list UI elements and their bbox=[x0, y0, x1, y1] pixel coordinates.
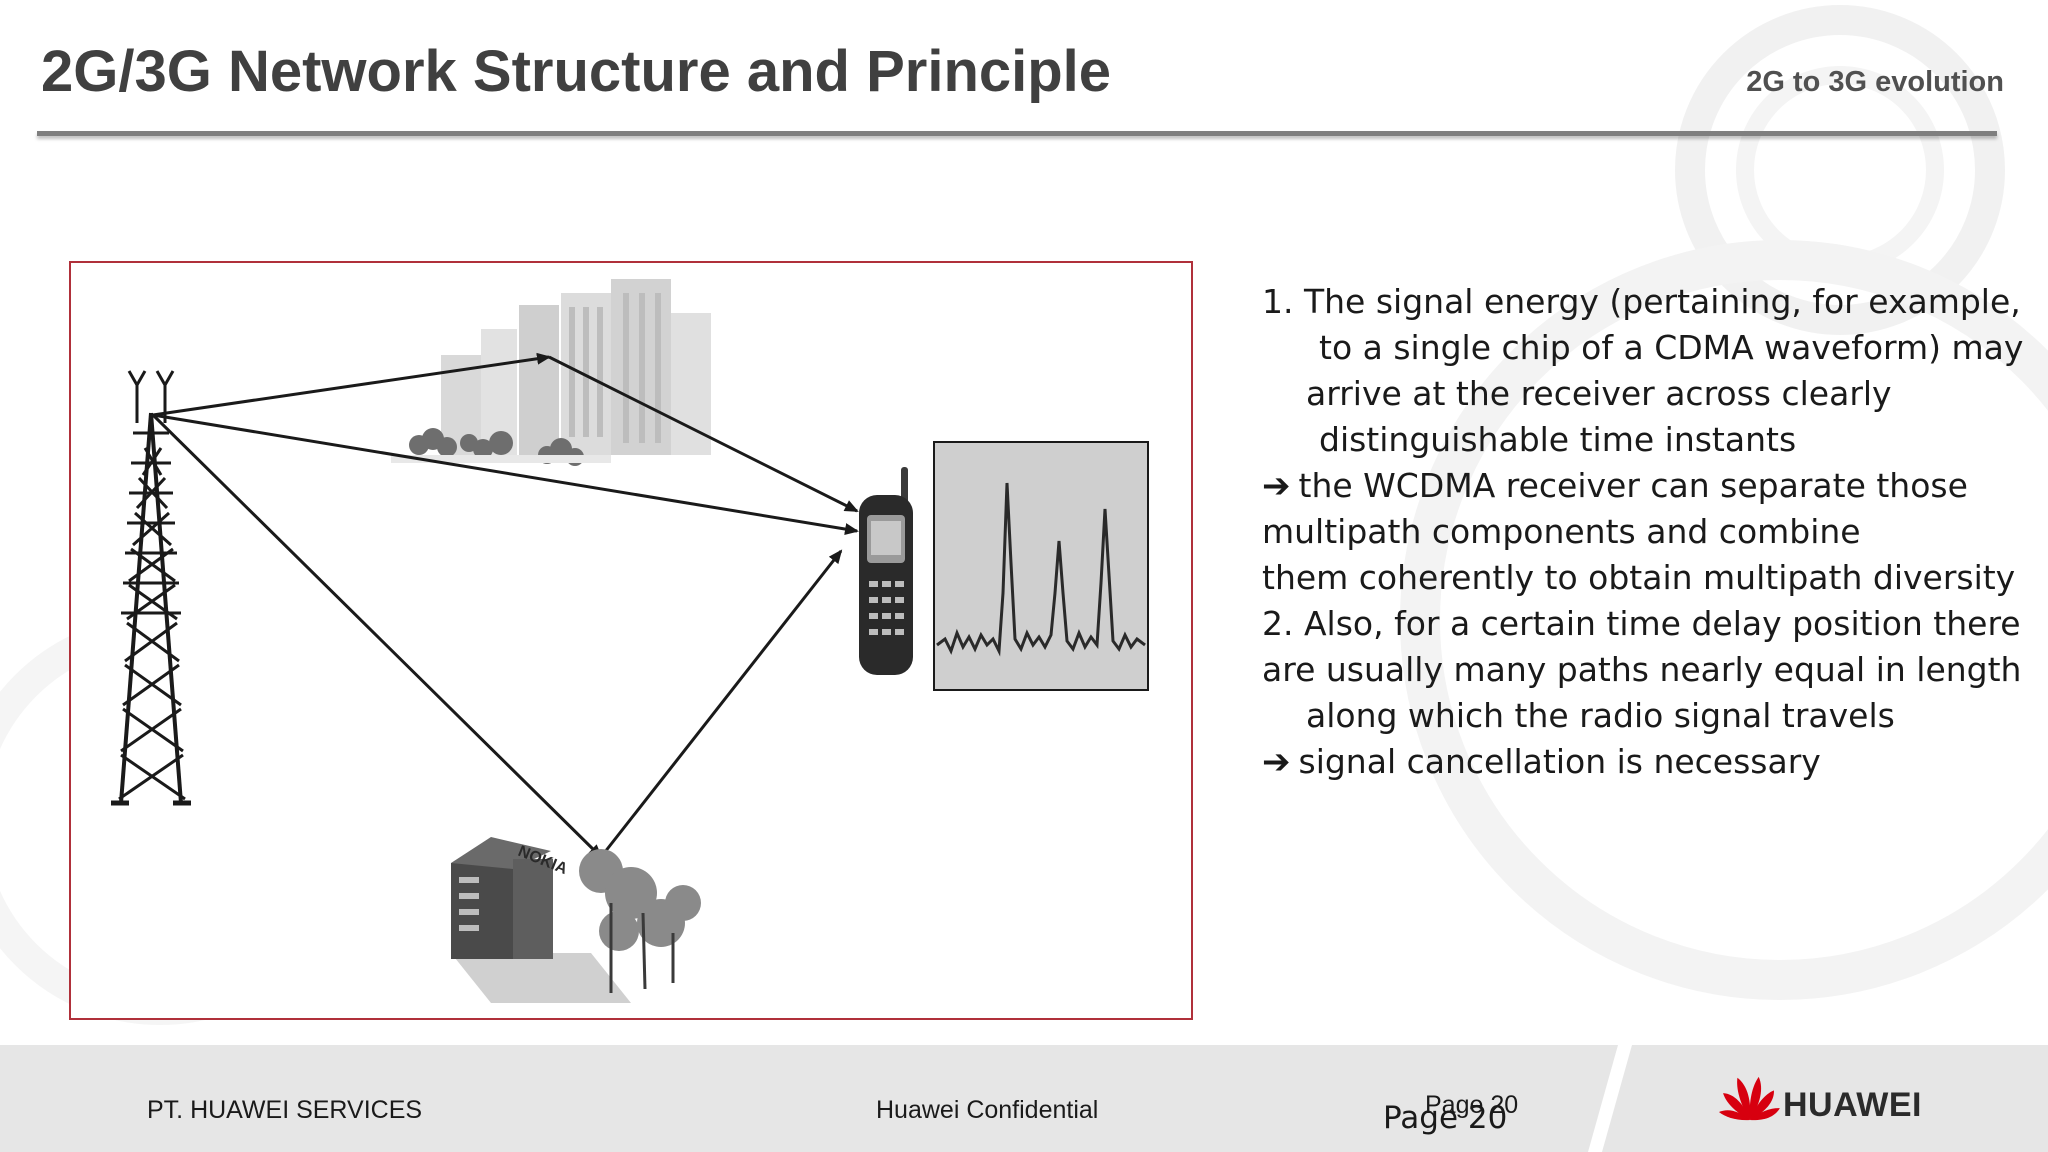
text-line: signal cancellation is necessary bbox=[1298, 742, 1821, 781]
footer-page-number: Page 20 bbox=[1425, 1091, 1519, 1119]
footer-company: PT. HUAWEI SERVICES bbox=[147, 1096, 423, 1124]
title-divider bbox=[37, 131, 1997, 136]
text-line: along which the radio signal travels bbox=[1306, 696, 1895, 735]
huawei-logo-text: HUAWEI bbox=[1783, 1086, 1922, 1124]
signal-paths bbox=[151, 352, 859, 859]
right-arrow-icon: ➔ bbox=[1262, 742, 1291, 782]
footer-page-number-large: Page 20 bbox=[1383, 1100, 1508, 1136]
footer-bar bbox=[0, 1045, 2048, 1152]
slide-title: 2G/3G Network Structure and Principle bbox=[41, 39, 1112, 104]
arrow-line: ➔signal cancellation is necessary bbox=[1262, 739, 2002, 785]
footer-divider-stripe bbox=[1588, 1045, 1632, 1152]
arrow-line: ➔the WCDMA receiver can separate those bbox=[1262, 463, 2002, 509]
multipath-spectrum-icon bbox=[933, 441, 1149, 691]
multipath-diagram: NOKIA bbox=[111, 279, 1149, 1003]
huawei-logo-icon bbox=[1718, 1076, 1780, 1121]
slide-subtitle: 2G to 3G evolution bbox=[1746, 66, 2004, 98]
text-line: to a single chip of a CDMA waveform) may bbox=[1319, 328, 2024, 367]
text-line: arrive at the receiver across clearly bbox=[1306, 374, 1892, 413]
nokia-building-icon: NOKIA bbox=[451, 837, 701, 1003]
mobile-phone-icon bbox=[859, 467, 913, 675]
text-line: 1. The signal energy (pertaining, for ex… bbox=[1262, 282, 2021, 321]
text-line: the WCDMA receiver can separate those bbox=[1298, 466, 1968, 505]
right-arrow-icon: ➔ bbox=[1262, 466, 1291, 506]
text-line: multipath components and combine bbox=[1262, 512, 1861, 551]
footer-confidential: Huawei Confidential bbox=[876, 1096, 1099, 1124]
text-line: them coherently to obtain multipath dive… bbox=[1262, 558, 2016, 597]
text-line: are usually many paths nearly equal in l… bbox=[1262, 650, 2022, 689]
text-line: distinguishable time instants bbox=[1319, 420, 1797, 459]
city-buildings-icon bbox=[391, 279, 711, 466]
text-line: 2. Also, for a certain time delay positi… bbox=[1262, 604, 2021, 643]
antenna-tower-icon bbox=[111, 370, 191, 806]
explanation-text: 1. The signal energy (pertaining, for ex… bbox=[1262, 279, 2024, 785]
multipath-figure: NOKIA bbox=[69, 261, 1193, 1020]
